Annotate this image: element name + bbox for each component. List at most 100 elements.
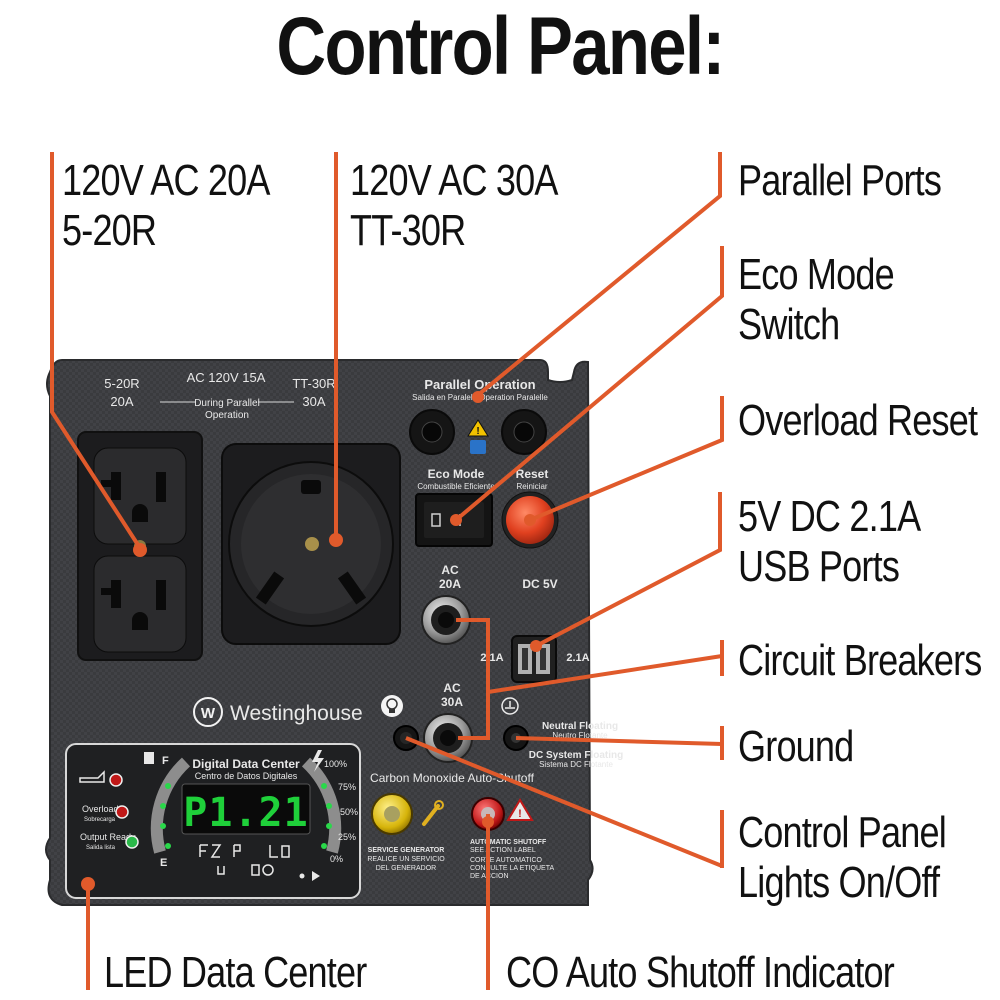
overload-indicator — [115, 805, 129, 819]
lightning-icon — [312, 750, 324, 772]
lightbulb-icon — [381, 695, 403, 717]
breaker-30-label-ac: AC — [443, 681, 461, 695]
leader-eco-mode — [454, 246, 724, 522]
overload-label: Overload — [82, 804, 119, 814]
output-ready-indicator — [125, 835, 139, 849]
auto-shutoff-label-3: CORTE AUTOMATICO — [470, 857, 543, 864]
load-0-label: 0% — [330, 854, 343, 864]
co-warning-icon: ! — [506, 798, 534, 821]
reset-label: Reset — [516, 467, 549, 481]
ddc-title: Digital Data Center — [192, 757, 300, 771]
fuel-gauge-arc — [150, 757, 191, 854]
dc5v-label: DC 5V — [522, 577, 557, 591]
callout-panel-lights: Control Panel Lights On/Off — [738, 808, 947, 908]
display-play-icon — [312, 871, 320, 881]
callout-line: 5-20R — [62, 206, 157, 255]
usb-ports[interactable] — [511, 635, 557, 683]
svg-text:!: ! — [518, 808, 522, 820]
leader-panel-lights — [405, 736, 723, 868]
dc-system-floating-label: DC System Floating — [529, 750, 623, 761]
rating-right-bottom: 30A — [302, 394, 325, 409]
brand-name: Westinghouse — [230, 702, 363, 725]
westinghouse-logo: W — [193, 697, 223, 727]
usb-left-label: 2.1A — [480, 652, 503, 664]
fuel-gauge-leds — [160, 783, 171, 849]
service-indicator — [371, 793, 413, 835]
service-label-1: SERVICE GENERATOR — [368, 847, 445, 854]
callout-line: Eco Mode — [738, 250, 895, 299]
load-50-label: 50% — [340, 807, 358, 817]
leader-breaker-30 — [458, 692, 490, 740]
callout-eco-mode: Eco Mode Switch — [738, 250, 895, 350]
fuel-pump-icon — [144, 752, 154, 764]
service-label-2: REALICE UN SERVICIO — [367, 856, 445, 863]
callout-line: 5V DC 2.1A — [738, 492, 921, 541]
fuel-full-label: F — [162, 755, 169, 767]
service-label-3: DEL GENERADOR — [376, 865, 436, 872]
auto-shutoff-label-4: CONSULTE LA ETIQUETA — [470, 865, 554, 872]
callout-outlet-20a: 120V AC 20A 5-20R — [62, 156, 270, 256]
callout-line: Circuit Breakers — [738, 636, 982, 685]
callout-led-data-center: LED Data Center — [104, 948, 367, 998]
svg-text:W: W — [201, 705, 216, 722]
usb-right-label: 2.1A — [566, 652, 589, 664]
low-oil-indicator — [109, 773, 123, 787]
fuel-empty-label: E — [160, 857, 167, 869]
leader-usb-ports — [535, 492, 722, 648]
callout-line: Parallel Ports — [738, 156, 942, 205]
oil-can-icon — [79, 770, 105, 783]
ground-symbol-icon — [501, 697, 519, 715]
leader-overload-reset — [529, 396, 724, 522]
reset-sublabel: Reiniciar — [516, 482, 547, 491]
outlet-tt-30r[interactable] — [221, 443, 401, 645]
parallel-port-right[interactable] — [501, 409, 547, 455]
rating-left-top: 5-20R — [104, 376, 139, 391]
led-display-window — [181, 783, 311, 835]
callout-outlet-30a: 120V AC 30A TT-30R — [350, 156, 558, 256]
callout-line: Ground — [738, 722, 854, 771]
load-gauge-leds — [321, 783, 332, 849]
load-75-label: 75% — [338, 782, 356, 792]
callout-line: 120V AC 20A — [62, 156, 270, 205]
parallel-label: Parallel Operation — [424, 377, 535, 392]
callout-circuit-breakers: Circuit Breakers — [738, 636, 982, 686]
rating-center-bottom: Operation — [205, 410, 249, 421]
callout-parallel-ports: Parallel Ports — [738, 156, 942, 206]
callout-co-shutoff: CO Auto Shutoff Indicator — [506, 948, 895, 998]
leader-ground — [515, 736, 723, 746]
svg-text:!: ! — [476, 426, 479, 437]
callout-ground: Ground — [738, 722, 854, 772]
leader-outlet-20a — [50, 152, 142, 550]
output-ready-sublabel: Salida lista — [86, 845, 116, 851]
eco-sublabel: Combustible Eficiente — [417, 482, 495, 491]
callout-line: CO Auto Shutoff Indicator — [506, 948, 895, 997]
callout-line: Overload Reset — [738, 396, 978, 445]
dc-system-floating-sublabel: Sistema DC Flotante — [539, 760, 613, 769]
output-ready-label: Output Ready — [80, 832, 136, 842]
callout-line: Switch — [738, 300, 840, 349]
overload-sublabel: Sobrecarga — [84, 817, 116, 823]
neutral-floating-label: Neutral Floating — [542, 721, 618, 732]
warning-icon: ! — [467, 419, 489, 454]
display-mode-icons — [199, 844, 290, 876]
rating-center-top: AC 120V 15A — [187, 370, 266, 385]
leader-parallel-ports — [476, 152, 722, 397]
ddc-subtitle: Centro de Datos Digitales — [195, 771, 298, 781]
breaker-30-label-amp: 30A — [441, 695, 463, 709]
neutral-floating-sublabel: Neutro Flotante — [552, 731, 608, 740]
leader-dots — [81, 391, 542, 891]
breaker-20-label-amp: 20A — [439, 577, 461, 591]
load-gauge-arc — [301, 757, 342, 854]
breaker-20-label-ac: AC — [441, 563, 459, 577]
led-display-value: P1.21 — [183, 790, 308, 836]
rating-right-top: TT-30R — [292, 376, 335, 391]
callout-line: LED Data Center — [104, 948, 367, 997]
callout-usb-ports: 5V DC 2.1A USB Ports — [738, 492, 921, 592]
callout-line: TT-30R — [350, 206, 466, 255]
parallel-port-left[interactable] — [409, 409, 455, 455]
auto-shutoff-label-1: AUTOMATIC SHUTOFF — [470, 839, 547, 846]
outlet-5-20r[interactable] — [77, 431, 203, 661]
load-25-label: 25% — [338, 832, 356, 842]
callout-line: Control Panel — [738, 808, 947, 857]
